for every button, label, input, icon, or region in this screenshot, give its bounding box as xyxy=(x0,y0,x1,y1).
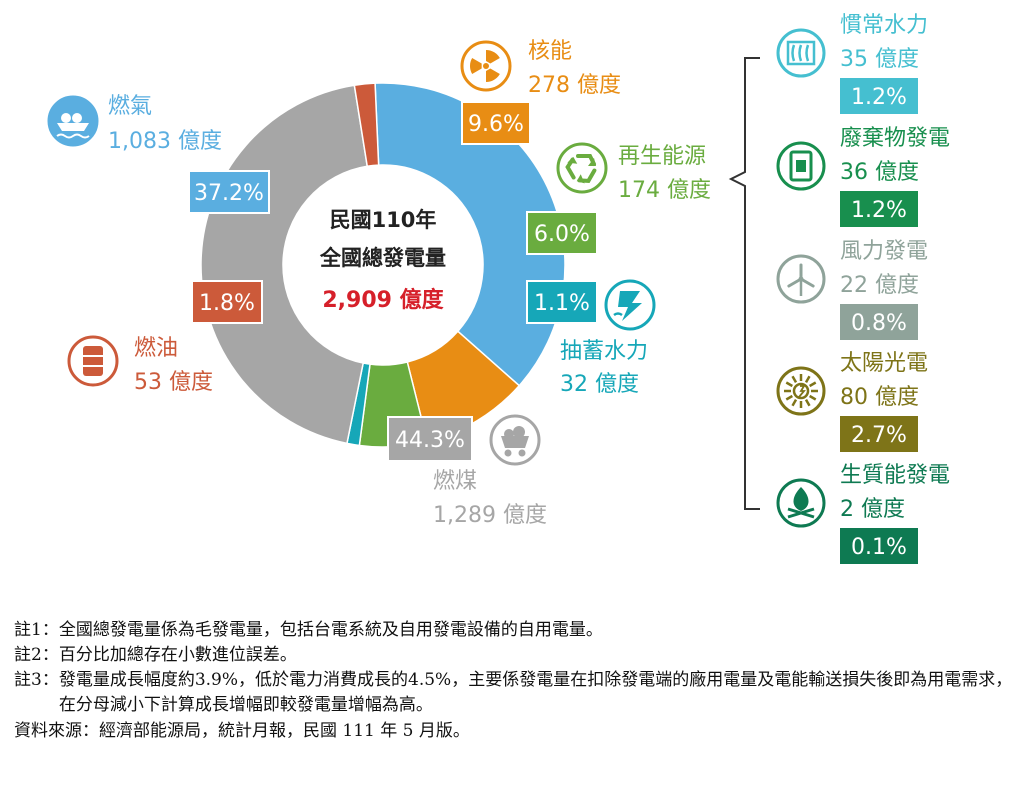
category-value-pumped: 32 億度 xyxy=(560,372,639,397)
lng-ship-icon xyxy=(47,95,99,147)
footnotes: 註1： 全國總發電量係為毛發電量，包括台電系統及自用發電設備的自用電量。 註2：… xyxy=(14,618,1014,744)
breakdown-value-wind: 22 億度 xyxy=(840,273,919,298)
wind-turbine-icon xyxy=(776,254,826,304)
breakdown-value-waste: 36 億度 xyxy=(840,160,919,185)
donut-slice-oil xyxy=(353,82,380,168)
data-source: 資料來源：經濟部能源局，統計月報，民國 111 年 5 月版。 xyxy=(14,721,470,741)
category-name-oil: 燃油 xyxy=(134,336,178,361)
category-name-pumped: 抽蓄水力 xyxy=(560,339,648,364)
note-1: 註1： 全國總發電量係為毛發電量，包括台電系統及自用發電設備的自用電量。 xyxy=(14,618,1014,643)
recycle-icon xyxy=(556,142,608,194)
center-subtitle: 全國總發電量 xyxy=(319,246,446,270)
center-total-value: 2,909 億度 xyxy=(322,287,444,313)
percent-label-oil: 1.8% xyxy=(199,291,255,316)
breakdown-name-waste: 廢棄物發電 xyxy=(840,126,950,151)
center-title: 民國110年 xyxy=(330,208,437,232)
breakdown-percent-box-wind xyxy=(840,304,918,340)
coal-cart-icon xyxy=(489,414,541,466)
breakdown-value-biomass: 2 億度 xyxy=(840,497,905,522)
note-text: 發電量成長幅度約3.9%，低於電力消費成長的4.5%，主要係發電量在扣除發電端的… xyxy=(58,670,1013,715)
percent-box-coal xyxy=(387,416,473,462)
note-3: 註3： 發電量成長幅度約3.9%，低於電力消費成長的4.5%，主要係發電量在扣除… xyxy=(14,668,1014,718)
percent-box-pumped xyxy=(526,280,598,324)
flame-icon xyxy=(776,478,826,528)
category-value-nuclear: 278 億度 xyxy=(528,73,621,98)
breakdown-percent-solar: 2.7% xyxy=(851,423,907,448)
breakdown-percent-box-waste xyxy=(840,191,918,227)
breakdown-name-biomass: 生質能發電 xyxy=(840,463,950,488)
breakdown-percent-box-biomass xyxy=(840,528,918,564)
percent-label-pumped: 1.1% xyxy=(534,291,590,316)
hydro-dam-icon xyxy=(776,28,826,78)
renewable-bracket xyxy=(728,57,760,510)
waste-bin-icon xyxy=(776,141,826,191)
breakdown-name-hydro: 慣常水力 xyxy=(840,13,928,38)
sun-icon xyxy=(776,366,826,416)
breakdown-percent-wind: 0.8% xyxy=(851,311,907,336)
breakdown-percent-box-hydro xyxy=(840,78,918,114)
percent-label-gas: 37.2% xyxy=(194,181,264,206)
breakdown-percent-box-solar xyxy=(840,416,918,452)
note-text: 全國總發電量係為毛發電量，包括台電系統及自用發電設備的自用電量。 xyxy=(58,620,603,640)
percent-box-oil xyxy=(191,280,263,324)
percent-box-gas xyxy=(188,170,270,214)
radiation-icon xyxy=(460,40,512,92)
note-key: 註2： xyxy=(14,645,59,665)
percent-label-nuclear: 9.6% xyxy=(468,112,524,137)
category-name-coal: 燃煤 xyxy=(433,469,477,494)
percent-label-coal: 44.3% xyxy=(395,428,465,453)
note-key: 註1： xyxy=(14,620,59,640)
category-value-oil: 53 億度 xyxy=(134,370,213,395)
oil-barrel-icon xyxy=(67,335,119,387)
note-text: 百分比加總存在小數進位誤差。 xyxy=(58,645,297,665)
breakdown-name-solar: 太陽光電 xyxy=(840,351,928,376)
breakdown-percent-biomass: 0.1% xyxy=(851,535,907,560)
breakdown-percent-hydro: 1.2% xyxy=(851,85,907,110)
pumped-hydro-icon xyxy=(604,279,656,331)
percent-box-nuclear xyxy=(461,101,531,145)
category-value-coal: 1,289 億度 xyxy=(433,503,547,528)
category-name-renewable: 再生能源 xyxy=(618,144,706,169)
percent-label-renewable: 6.0% xyxy=(534,222,590,247)
percent-box-renewable xyxy=(526,211,598,255)
category-name-gas: 燃氣 xyxy=(108,94,152,119)
category-value-renewable: 174 億度 xyxy=(618,178,711,203)
breakdown-value-hydro: 35 億度 xyxy=(840,47,919,72)
breakdown-percent-waste: 1.2% xyxy=(851,198,907,223)
note-2: 註2： 百分比加總存在小數進位誤差。 xyxy=(14,643,1014,668)
category-value-gas: 1,083 億度 xyxy=(108,129,222,154)
breakdown-value-solar: 80 億度 xyxy=(840,385,919,410)
category-name-nuclear: 核能 xyxy=(528,39,572,64)
note-key: 註3： xyxy=(14,670,59,690)
breakdown-name-wind: 風力發電 xyxy=(840,239,928,264)
